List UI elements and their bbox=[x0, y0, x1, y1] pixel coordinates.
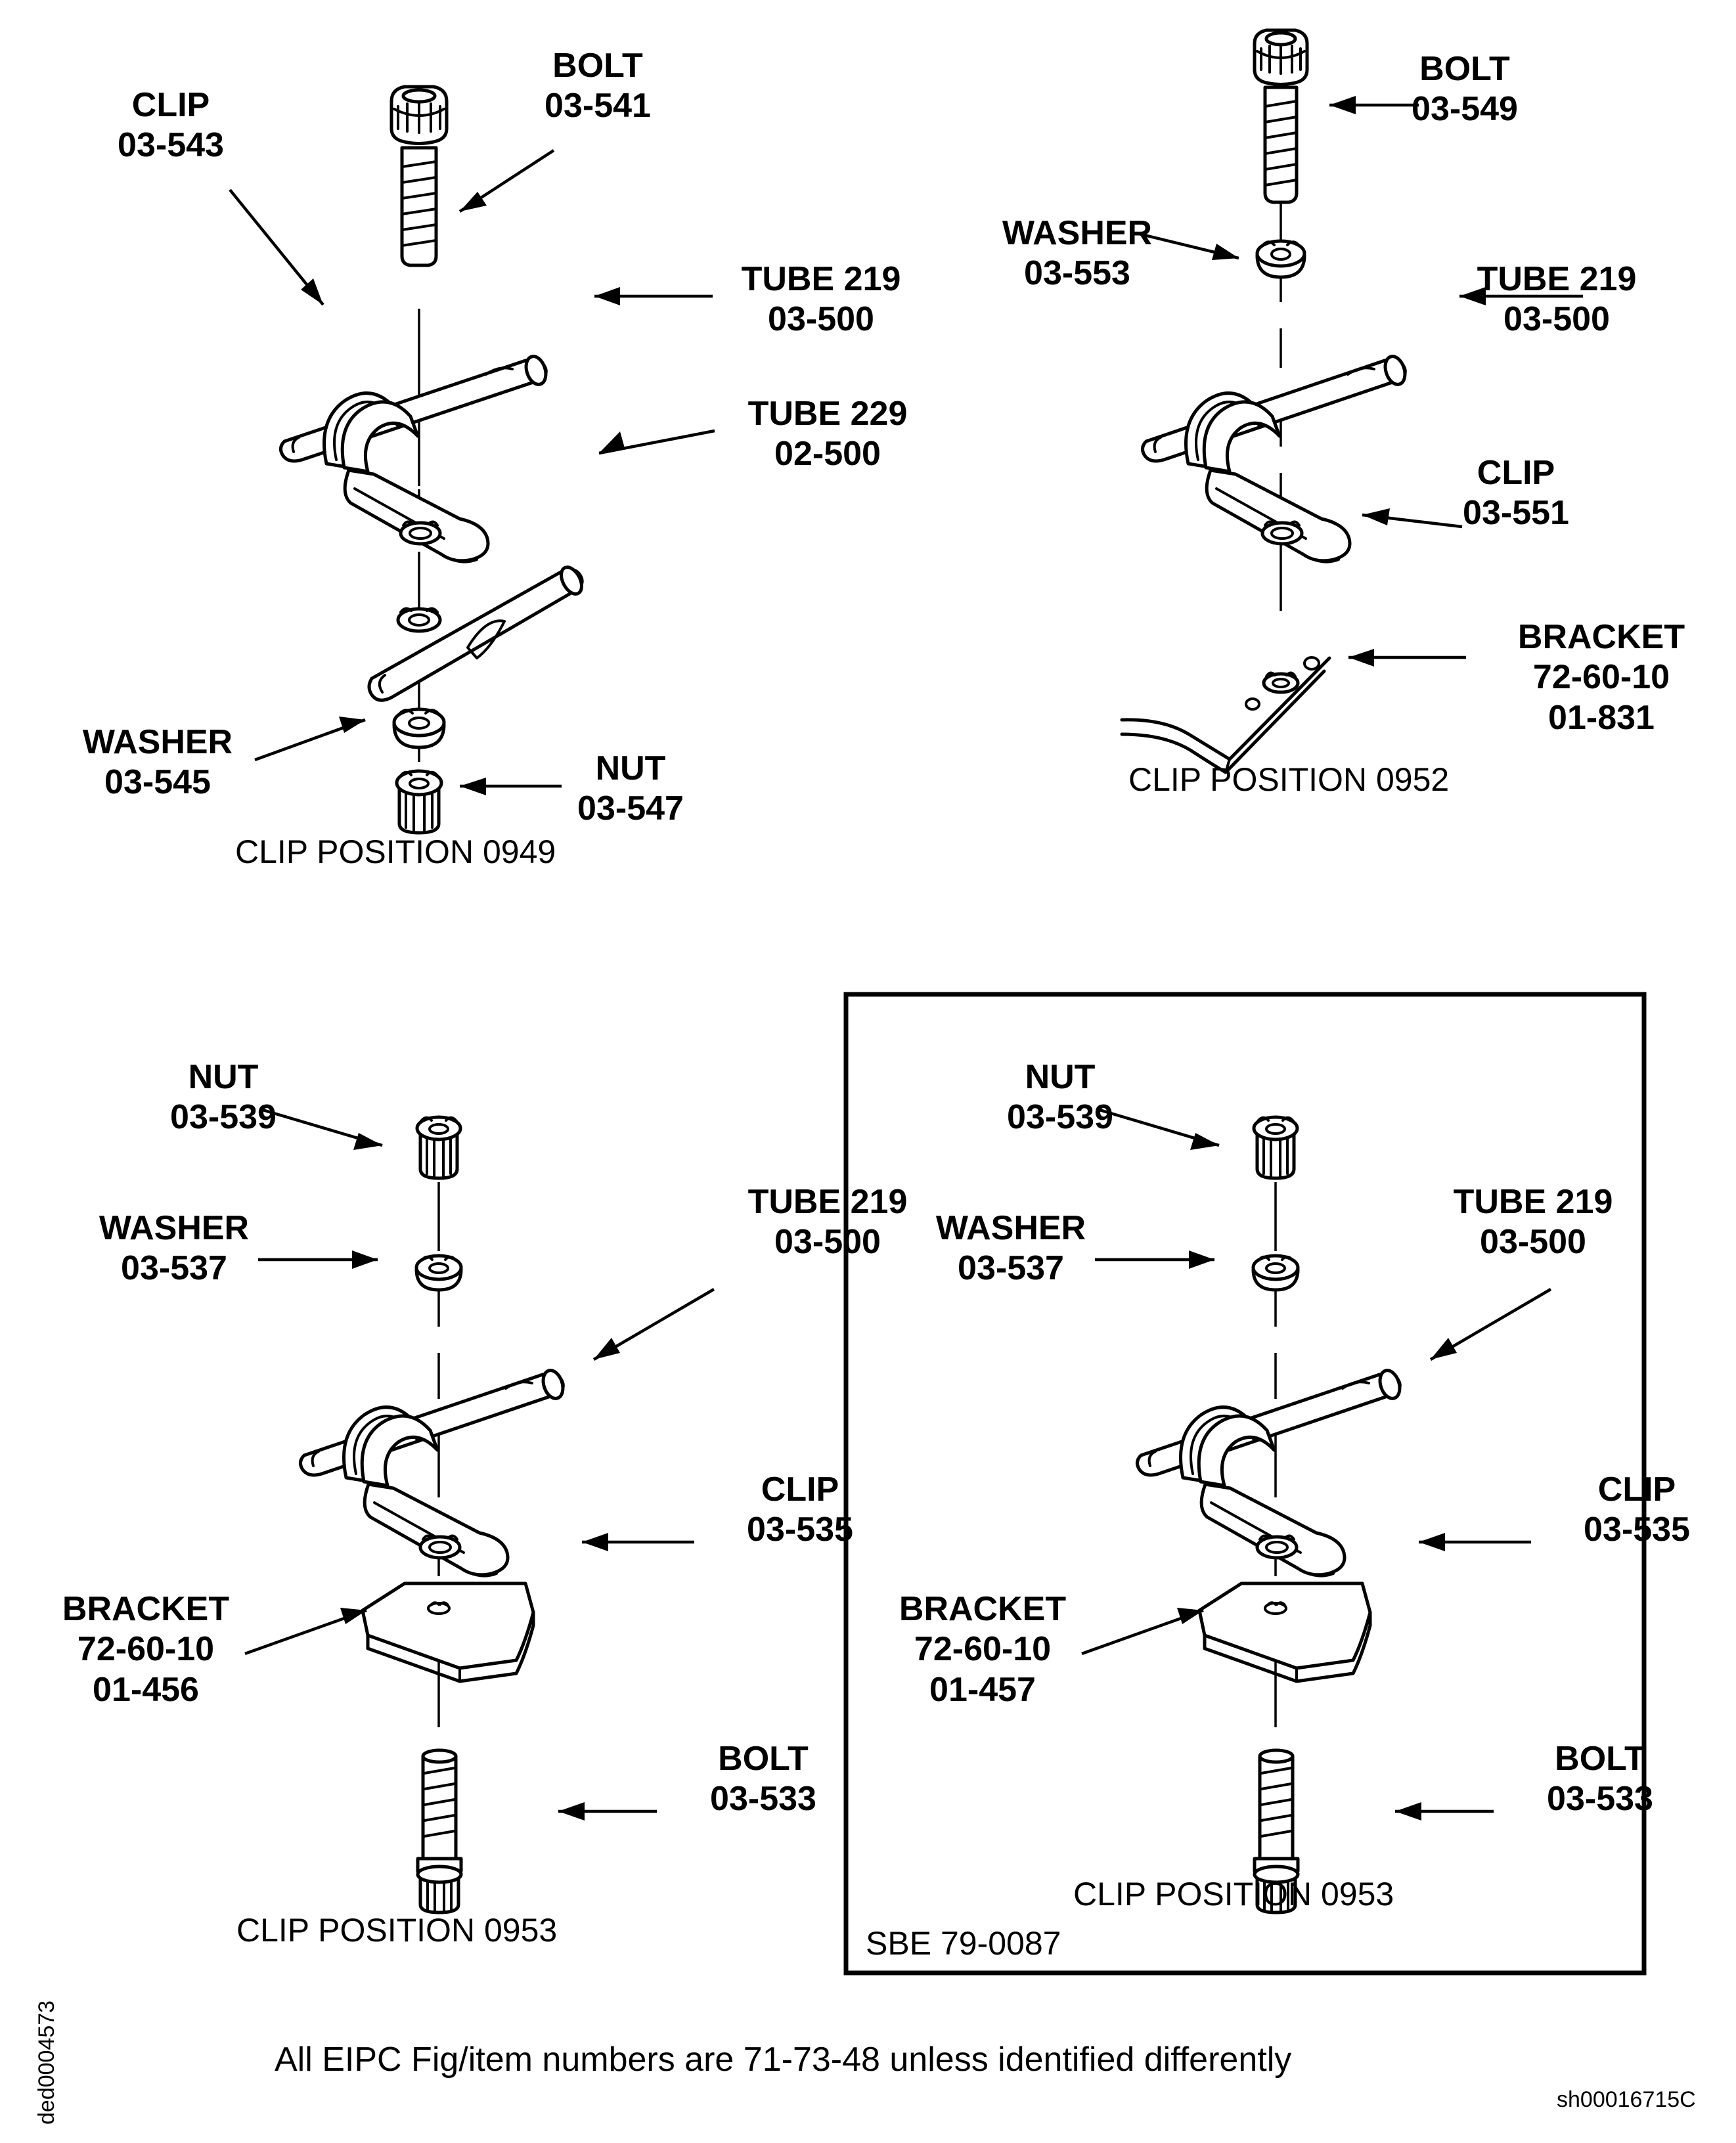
fig1-tube229-label: TUBE 229 02-500 bbox=[747, 395, 908, 474]
fig3-clip-label: CLIP 03-535 bbox=[747, 1470, 853, 1549]
fig1-clip-label: CLIP 03-543 bbox=[118, 86, 224, 165]
fig2-bolt-label: BOLT 03-549 bbox=[1412, 50, 1518, 129]
fig4-nut-label: NUT 03-539 bbox=[1007, 1058, 1113, 1137]
figure-0949-artwork bbox=[229, 85, 715, 835]
figure-0953-left-artwork bbox=[244, 1108, 715, 1914]
sbe-box-frame bbox=[843, 992, 1647, 1976]
fig4-bolt-label: BOLT 03-533 bbox=[1547, 1740, 1653, 1819]
page-footnote: All EIPC Fig/item numbers are 71-73-48 u… bbox=[275, 2041, 1292, 2079]
fig4-clip-label: CLIP 03-535 bbox=[1584, 1470, 1690, 1549]
fig3-nut-label: NUT 03-539 bbox=[170, 1058, 277, 1137]
fig2-caption: CLIP POSITION 0952 bbox=[1128, 761, 1450, 798]
fig2-tube219-label: TUBE 219 03-500 bbox=[1477, 260, 1637, 339]
fig2-clip-label: CLIP 03-551 bbox=[1463, 454, 1569, 533]
fig2-bracket-label: BRACKET 72-60-10 01-831 bbox=[1517, 618, 1685, 737]
fig3-caption: CLIP POSITION 0953 bbox=[236, 1912, 558, 1949]
bottom-right-code: sh00016715C bbox=[1557, 2087, 1696, 2112]
fig3-bolt-label: BOLT 03-533 bbox=[710, 1740, 816, 1819]
fig3-tube219-label: TUBE 219 03-500 bbox=[747, 1183, 908, 1262]
fig4-washer-label: WASHER 03-537 bbox=[935, 1209, 1086, 1288]
left-margin-code: ded0004573 bbox=[34, 2000, 59, 2125]
fig1-tube219-label: TUBE 219 03-500 bbox=[741, 260, 901, 339]
fig3-bracket-label: BRACKET 72-60-10 01-456 bbox=[62, 1590, 230, 1709]
fig1-bolt-label: BOLT 03-541 bbox=[545, 47, 651, 125]
fig1-nut-label: NUT 03-547 bbox=[577, 749, 684, 828]
figure-0952-artwork bbox=[1120, 28, 1583, 774]
sbe-box-label: SBE 79-0087 bbox=[866, 1925, 1061, 1962]
fig4-bracket-label: BRACKET 72-60-10 01-457 bbox=[899, 1590, 1067, 1709]
fig1-caption: CLIP POSITION 0949 bbox=[235, 833, 556, 870]
figure-0953-boxed-artwork bbox=[1081, 1108, 1552, 1914]
fig1-washer-label: WASHER 03-545 bbox=[82, 723, 233, 802]
fig3-washer-label: WASHER 03-537 bbox=[99, 1209, 250, 1288]
fig4-tube219-label: TUBE 219 03-500 bbox=[1453, 1183, 1613, 1262]
fig2-washer-label: WASHER 03-553 bbox=[1002, 214, 1153, 293]
fig4-caption: CLIP POSITION 0953 bbox=[1073, 1876, 1394, 1912]
